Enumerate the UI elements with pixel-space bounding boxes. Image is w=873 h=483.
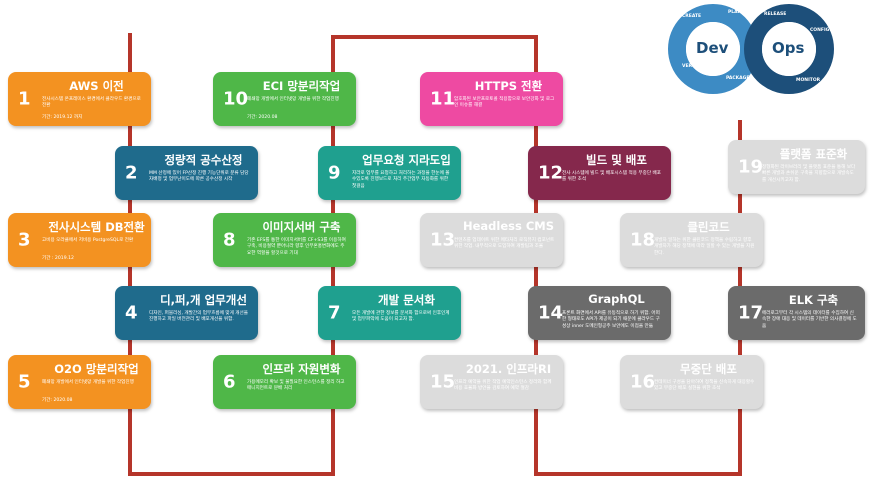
card-description: 지라로 업무를 요청하고 처리하는 과정을 한눈에 볼수있도록 진행보드로 처리… (352, 171, 450, 189)
card-number: 19 (738, 156, 764, 178)
card-description: 모든 개발에 관한 정보를 문서화 함으로써 인후인계 및 업무파악에 도움이 … (352, 311, 450, 323)
card-description: 컨텐츠를 업데이트 위한 메타처리 로직뮤지 컴포넌트 위한 작업. 내부적으로… (454, 238, 555, 250)
card-number: 17 (738, 302, 764, 324)
ring-word-configure: CONFIGURE (810, 28, 840, 33)
card-title: 인프라 자원변화 (262, 362, 341, 376)
card-number: 10 (223, 88, 249, 110)
card-title: HTTPS 전환 (474, 79, 543, 93)
card-title: 정량적 공수산정 (164, 153, 243, 167)
ring-word-verify: VERIFY (682, 64, 701, 69)
card-number: 6 (223, 371, 236, 393)
ring-word-package: PACKAGE (726, 76, 750, 81)
card-description: 고비용 오라클에서 저비용 PostgreSQL로 전환 (42, 238, 134, 243)
card-description: 에러로그부터 각 시스템의 데이터를 수집하여 신속한 장애 대응 및 데이터를… (762, 311, 857, 329)
card-number: 18 (630, 229, 656, 251)
card-number: 9 (328, 162, 341, 184)
card-description: 인프라 예약을 위한 작업 예약인스턴스 정리와 함께 비용 효율화 방안을 검… (454, 380, 552, 392)
card-description: 가용메모리 확보 및 불필요한 인스턴스를 정리 하고 매니지먼트로 분배 처리 (247, 380, 345, 392)
card-number: 2 (125, 162, 138, 184)
card-number: 11 (430, 88, 456, 110)
card-number: 5 (18, 371, 31, 393)
card-number: 3 (18, 229, 31, 251)
card-number: 15 (430, 371, 456, 393)
card-title: 이미지서버 구축 (262, 220, 341, 234)
card-description: 개발자 일하는 위한 클린코드 정책을 수립하고 향후 개발자가 해당 정책에 … (654, 238, 755, 256)
card-title: 개발 문서화 (378, 293, 435, 307)
card-title: 2021. 인프라RI (465, 362, 552, 376)
card-number: 13 (430, 229, 456, 251)
card-number: 4 (125, 302, 138, 324)
card-title: GraphQL (588, 292, 645, 306)
ring-word-monitor: MONITOR (796, 78, 821, 83)
dev-label: Dev (696, 39, 729, 57)
ops-label: Ops (772, 39, 805, 57)
card-description: 정형화된 라이브러리 및 플랫폼 표준을 통해 보다 빠른 개발과 손쉬운 구축… (762, 165, 856, 183)
card-date: 기간: 2019.12 까지 (42, 115, 83, 120)
card-description: 컨테이너 구성을 담아하여 정책을 신속하게 대응할수 있고 무중단 배포 실현… (654, 380, 755, 392)
card-number: 16 (630, 371, 656, 393)
card-description: 디자인, 퍼블리싱, 개발간의 업무흐름에 맞게 개선을 진행하고 파일 버전관… (149, 311, 248, 323)
card-number: 7 (328, 302, 341, 324)
card-description: 프론트 화면에서 API를 유동적으로 하기 위함. 어떠한 형태로도 API가… (562, 311, 660, 329)
card-title: ELK 구축 (788, 293, 839, 307)
card-number: 14 (538, 302, 564, 324)
card-description: 기존 EFS를 통한 이미지서버를 CF+S3를 이용하여 구축, 비용절약 뿐… (247, 238, 346, 256)
ring-word-release: RELEASE (764, 12, 787, 17)
devops-logo: Dev Ops CREATE PLAN RELEASE CONFIGURE MO… (668, 2, 848, 97)
card-date: 기간: 2020.08 (42, 398, 73, 403)
card-title: AWS 이전 (69, 79, 124, 93)
card-description: 전사시스템 온프레미스 환경에서 클라우드 환경으로 전환 (42, 97, 141, 109)
roadmap-card-2: 2 정량적 공수산정 MM 산정에 있어 FP산정 진행 기능단위로 분류 담당자배… (115, 146, 258, 200)
card-description: MM 산정에 있어 FP산정 진행 기능단위로 분류 담당자배정 및 업무난이도… (149, 171, 249, 183)
card-description: 폐쇄망 개발에서 인터넷망 개발을 위한 작업진행 (247, 97, 339, 102)
card-title: 클린코드 (687, 220, 730, 234)
card-description: 폐쇄망 개발에서 인터넷망 개발을 위한 작업진행 (42, 380, 134, 385)
card-description: 암호화된 보안프로토콜 적용함으로 보안강화 및 로그인 이슈를 해결 (454, 97, 555, 109)
card-date: 기간: 2020.08 (247, 115, 278, 120)
card-title: 전사시스템 DB전환 (48, 220, 145, 234)
roadmap-card-15: 15 2021. 인프라RI 인프라 예약을 위한 작업 예약인스턴스 정리와 함께… (420, 355, 563, 409)
card-title: 업무요청 지라도입 (362, 153, 451, 167)
ring-word-plan: PLAN (728, 10, 742, 15)
card-number: 1 (18, 88, 31, 110)
card-description: 전사 시스템에 빌드 및 배포시스템 적용 무중단 배포를 위한 초석 (562, 171, 661, 183)
card-title: Headless CMS (462, 219, 555, 233)
card-number: 12 (538, 162, 564, 184)
card-title: 무중단 배포 (680, 362, 737, 376)
card-title: O2O 망분리작업 (54, 362, 139, 376)
roadmap-card-14: 14 GraphQL 프론트 화면에서 API를 유동적으로 하기 위함. 어떠한 … (528, 286, 671, 340)
card-number: 8 (223, 229, 236, 251)
card-title: 디,퍼,개 업무개선 (160, 293, 247, 307)
card-title: 빌드 및 배포 (586, 153, 647, 167)
roadmap-card-13: 13 Headless CMS 컨텐츠를 업데이트 위한 메타처리 로직뮤지 컴포넌… (420, 213, 563, 267)
card-title: ECI 망분리작업 (262, 79, 341, 93)
card-date: 기간 : 2019.12 (42, 256, 74, 261)
ring-word-create: CREATE (682, 14, 702, 19)
card-title: 플랫폼 표준화 (779, 147, 848, 161)
